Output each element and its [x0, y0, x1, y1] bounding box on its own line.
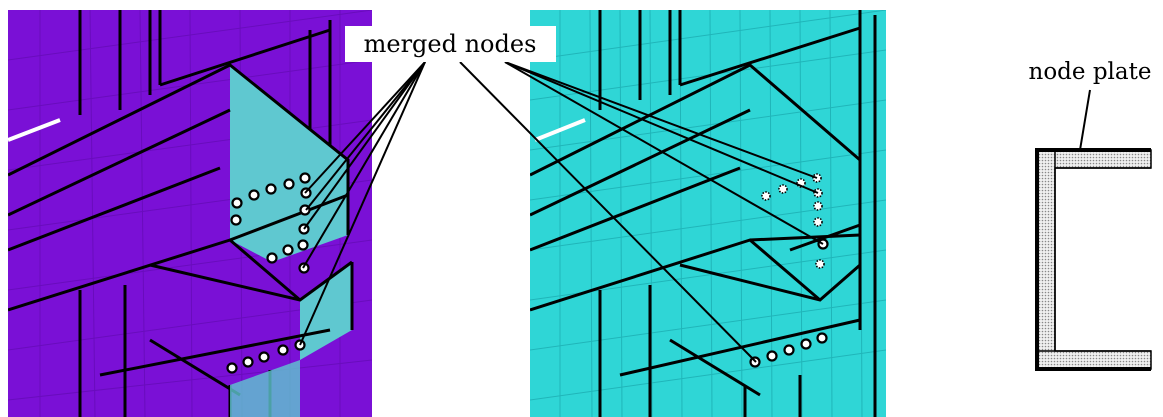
left-bottom-flange [230, 360, 300, 417]
right-mesh-panel [530, 10, 886, 417]
left-white-edge [8, 118, 61, 142]
merged-nodes-leader-lines [299, 61, 824, 363]
left-upper-flange [230, 65, 348, 262]
left-lower-flange [300, 262, 352, 360]
left-mesh-grid [8, 10, 372, 417]
node-plate-schematic: node plate [1029, 59, 1152, 371]
node-plate-leader-line [1079, 89, 1091, 151]
node-plate-bottom-flange [1036, 350, 1152, 370]
merged-nodes-label: merged nodes [364, 30, 537, 58]
node-plate-inner-outline [1054, 167, 1151, 352]
right-stiffeners-top [598, 10, 877, 417]
node-plate-label: node plate [1029, 59, 1152, 85]
node-plate-web [1036, 149, 1056, 370]
right-upper-girder [530, 63, 862, 312]
merged-nodes-label-box [345, 26, 556, 62]
right-panel-background [530, 10, 886, 417]
left-upper-girder [8, 63, 350, 312]
right-white-edge [534, 118, 586, 142]
right-lower-girder [598, 263, 862, 417]
node-plate-outline [1035, 148, 1151, 371]
left-stiffeners-top [78, 10, 332, 150]
left-mesh-panel [8, 10, 372, 417]
right-merged-node-markers-solid [749, 238, 829, 368]
